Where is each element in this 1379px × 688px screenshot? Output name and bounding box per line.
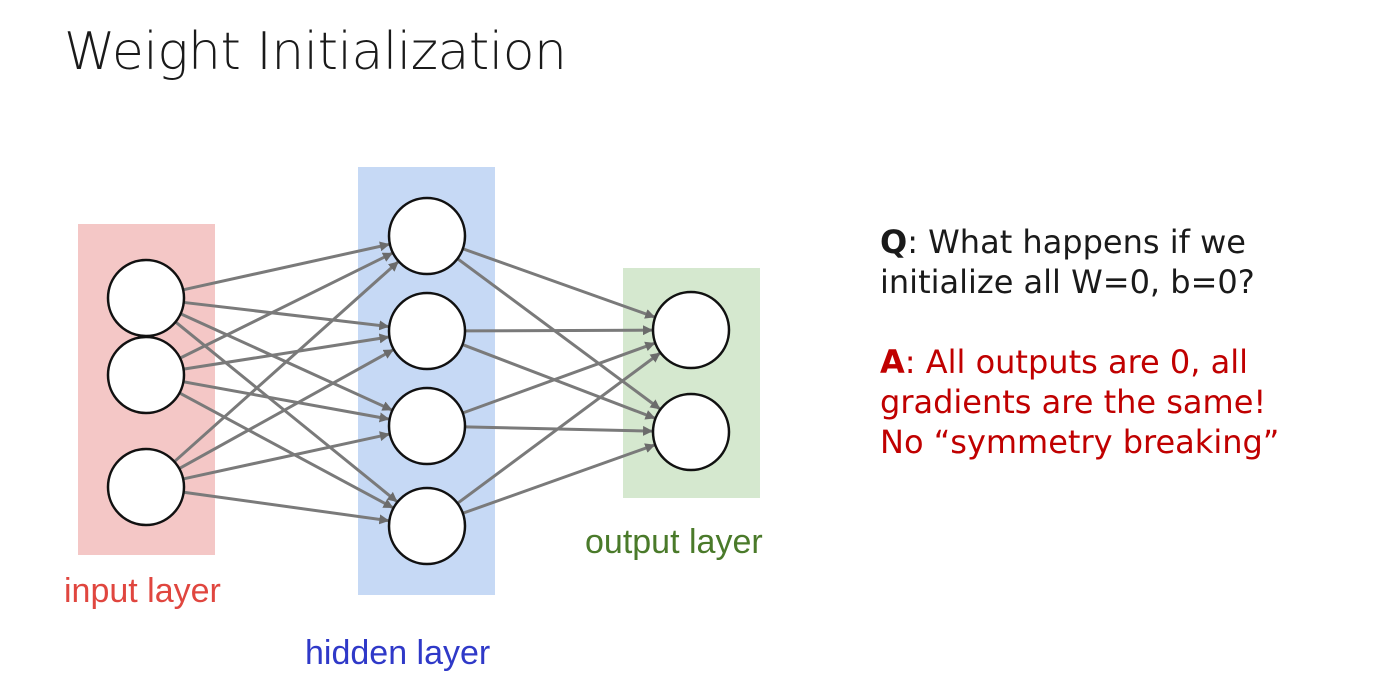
neural-network-diagram: input layer hidden layer output layer [64, 167, 763, 672]
hidden-neuron-2 [387, 291, 467, 371]
edge-input-2-to-hidden-3 [183, 380, 390, 423]
hidden-layer-label: hidden layer [305, 634, 490, 672]
input-neuron-1 [106, 258, 186, 338]
edge-input-3-to-hidden-4 [183, 490, 390, 525]
edge-hidden-1-to-output-1 [462, 247, 656, 319]
slide-title: Weight Initialization [64, 22, 567, 82]
edge-input-2-to-hidden-1 [179, 251, 393, 360]
edge-input-2-to-hidden-2 [183, 333, 390, 371]
hidden-neuron-4 [387, 486, 467, 566]
output-neuron-1 [651, 290, 731, 370]
edge-hidden-3-to-output-1 [462, 341, 656, 415]
output-layer-label: output layer [585, 523, 763, 561]
connection-edges [173, 241, 661, 525]
input-neuron-2 [106, 335, 186, 415]
hidden-neuron-1 [387, 196, 467, 276]
edge-input-2-to-hidden-4 [178, 391, 394, 509]
question-text: Q: What happens if we initialize all W=0… [880, 222, 1360, 302]
edge-input-3-to-hidden-1 [173, 260, 399, 463]
edge-hidden-2-to-output-2 [461, 343, 656, 420]
edge-input-1-to-hidden-1 [182, 241, 390, 292]
question-line-1: : What happens if we [907, 223, 1246, 261]
neuron-nodes [106, 196, 731, 566]
edge-hidden-4-to-output-1 [456, 352, 661, 505]
edge-hidden-2-to-output-1 [464, 325, 654, 336]
answer-line-3: No “symmetry breaking” [880, 423, 1280, 461]
answer-prefix: A [880, 343, 905, 381]
question-answer-panel: Q: What happens if we initialize all W=0… [880, 222, 1360, 462]
answer-line-2: gradients are the same! [880, 383, 1267, 421]
question-prefix: Q [880, 223, 908, 261]
edge-input-1-to-hidden-4 [174, 320, 398, 503]
edge-hidden-4-to-output-2 [462, 443, 656, 515]
edge-input-1-to-hidden-2 [183, 300, 390, 331]
edge-input-3-to-hidden-3 [182, 431, 390, 481]
input-neuron-3 [106, 447, 186, 527]
answer-text: A: All outputs are 0, all gradients are … [880, 342, 1360, 462]
edge-hidden-1-to-output-2 [456, 257, 661, 410]
hidden-neuron-3 [387, 386, 467, 466]
question-line-2: initialize all W=0, b=0? [880, 263, 1255, 301]
edge-input-3-to-hidden-2 [178, 348, 394, 470]
answer-line-1: : All outputs are 0, all [904, 343, 1248, 381]
input-layer-label: input layer [64, 572, 221, 610]
output-neuron-2 [651, 392, 731, 472]
